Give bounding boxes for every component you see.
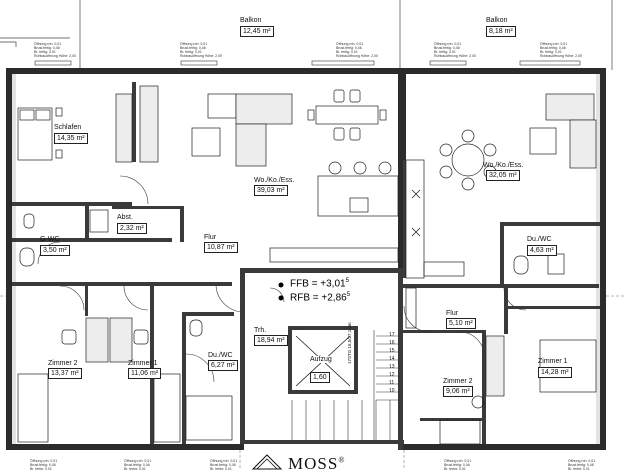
window-note: Öffnung roh: 0,01 Brust.fertig: 0,46 Br.… [444,459,472,470]
stair-step-number: 13 [389,364,395,370]
room-name-du-wc-left: Du./WC [208,352,233,359]
furniture [17,85,597,445]
stair-step-number: 11 [389,380,395,386]
room-area-balkon-left: 12,45 m² [240,26,274,37]
window-note: Öffnung roh: 0,01 Brust.fertig: 0,46 Br.… [180,42,222,59]
stair-step-number: 17 [389,332,395,338]
window-note: Öffnung roh: 0,01 Brust.fertig: 0,46 Br.… [568,459,596,470]
window-note: Öffnung roh: 0,01 Brust.fertig: 0,46 Br.… [434,42,476,59]
room-name-zimmer1-left: Zimmer 1 [128,360,158,367]
room-area-wohnen-right: 32,05 m² [486,170,520,181]
window-markers [34,60,581,66]
room-area-trh: 18,94 m² [254,335,288,346]
stair-step-number: 14 [389,356,395,362]
window-note: Öffnung roh: 0,01 Brust.fertig: 0,46 Br.… [30,459,58,470]
stair-treads [291,330,400,440]
room-area-gwc: 3,50 m² [40,245,70,256]
inner-walls [12,82,600,450]
level-markers [278,282,284,301]
window-note: Öffnung roh: 0,01 Brust.fertig: 0,46 Br.… [210,459,238,470]
room-name-balkon-left: Balkon [240,17,262,24]
insulation-bands [12,74,600,444]
room-area-flur-left: 10,87 m² [204,242,238,253]
level-ffb-sup: 5 [345,278,349,284]
room-area-balkon-right: 8,18 m² [486,26,516,37]
door-swings [37,175,527,383]
room-area-zimmer1-left: 11,06 m² [128,368,162,379]
room-name-wohnen-right: Wo./Ko./Ess. [483,162,524,169]
room-area-wohnen-left: 39,03 m² [254,185,288,196]
room-name-abst: Abst. [117,214,133,221]
room-size-aufzug: 1,60 [310,372,330,383]
room-area-zimmer2-left: 13,37 m² [48,368,82,379]
balcony-outline [0,0,613,70]
room-name-gwc: G-WC [40,236,60,243]
stair-step-number: 10 [389,388,395,394]
logo-text: MOSS [288,454,339,470]
company-logo: MOSS® [288,455,345,470]
window-note: Öffnung roh: 0,01 Brust.fertig: 0,46 Br.… [336,42,378,59]
room-area-du-wc-left: 6,27 m² [208,360,238,371]
room-name-flur-right: Flur [446,310,459,317]
room-name-trh: Trh. [254,327,267,334]
level-rfb-value: RFB = +2,86 [290,292,347,304]
shaft-markers [411,189,421,237]
outer-walls [6,68,606,450]
logo-registered: ® [338,455,346,465]
stair-step-number: 16 [389,340,395,346]
room-name-flur-left: Flur [204,234,217,241]
level-rfb-sup: 5 [346,292,351,298]
room-name-wohnen-left: Wo./Ko./Ess. [254,177,295,184]
stair-step-number: 12 [389,372,395,378]
logo-mark-icon [252,454,282,470]
room-name-du-wc-right: Du./WC [527,236,552,243]
dashed-lines [0,295,626,470]
room-name-zimmer2-right: Zimmer 2 [443,378,473,385]
room-area-zimmer1-right: 14,28 m² [538,367,572,378]
room-area-abst: 2,32 m² [117,223,147,234]
stair-step-number: 15 [389,348,395,354]
window-note: Öffnung roh: 0,01 Brust.fertig: 0,46 Br.… [540,42,582,59]
level-rfb: RFB = +2,865 [290,292,350,303]
level-ffb-value: FFB = +3,01 [290,278,346,290]
room-name-zimmer1-right: Zimmer 1 [538,358,568,365]
room-area-zimmer2-right: 9,06 m² [443,386,473,397]
room-name-aufzug: Aufzug [310,356,332,363]
level-ffb: FFB = +3,015 [290,278,349,289]
room-name-zimmer2-left: Zimmer 2 [48,360,78,367]
window-note: Öffnung roh: 0,01 Brust.fertig: 0,46 Br.… [124,459,152,470]
stair-note: 17STG 16,5/27,1 cm [347,322,352,364]
window-note: Öffnung roh: 0,01 Brust.fertig: 0,46 Br.… [34,42,76,59]
room-area-du-wc-right: 4,63 m² [527,245,557,256]
room-area-schlafen: 14,35 m² [54,133,88,144]
room-name-balkon-right: Balkon [486,17,508,24]
room-area-flur-right: 5,10 m² [446,318,476,329]
room-name-schlafen: Schlafen [54,124,82,131]
